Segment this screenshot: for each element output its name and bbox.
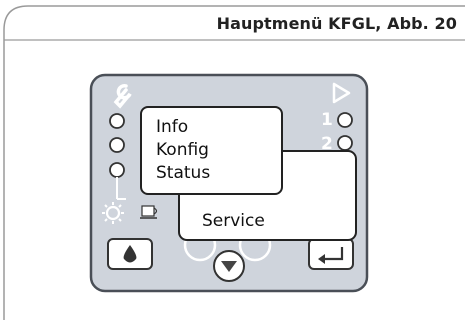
wrench-icon (113, 84, 132, 109)
sun-icon (102, 202, 124, 224)
menu-item-konfig[interactable]: Konfig (156, 140, 209, 160)
led-left-2 (109, 137, 125, 153)
drop-icon (123, 245, 137, 263)
enter-icon (321, 247, 344, 261)
enter-button[interactable] (308, 238, 354, 270)
page-title: Hauptmenü KFGL, Abb. 20 (216, 14, 457, 33)
side-number-2: 2 (321, 134, 333, 154)
menu-item-info[interactable]: Info (156, 117, 189, 137)
play-icon (332, 82, 351, 104)
submenu-item-service[interactable]: Service (202, 211, 265, 231)
main-menu: Info Konfig Status (140, 106, 283, 195)
led-right-2 (337, 135, 353, 151)
menu-item-status[interactable]: Status (156, 163, 211, 183)
led-right-1 (337, 112, 353, 128)
side-number-1: 1 (321, 110, 333, 130)
down-arrow-icon (221, 261, 237, 272)
led-left-1 (109, 113, 125, 129)
cup-icon (140, 205, 158, 219)
led-left-3 (109, 162, 125, 178)
